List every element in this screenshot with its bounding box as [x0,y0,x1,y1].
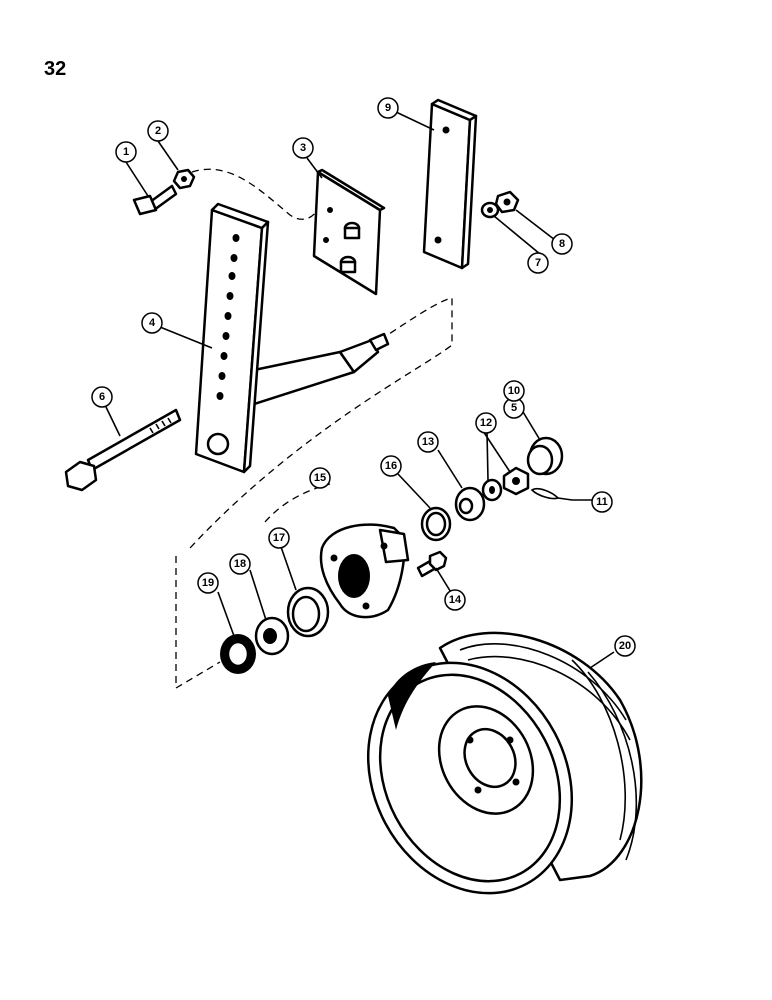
spindle-arm-part-4 [194,202,390,474]
callout-label: 3 [300,142,306,154]
callout-15: 15 [309,467,331,489]
callout-12: 12 [475,412,497,434]
bolt-part-1 [132,184,178,216]
callout-label: 14 [449,594,462,606]
callout-6: 6 [91,386,113,408]
callout-label: 8 [559,238,565,250]
callout-label: 18 [234,558,246,570]
lock-washer-part-7 [480,201,500,219]
callout-17: 17 [268,527,290,549]
callout-20: 20 [614,635,636,657]
callout-label: 10 [508,385,520,397]
callout-label: 2 [155,125,161,137]
callout-11: 11 [591,491,613,513]
callout-16: 16 [380,455,402,477]
strap-part-9 [422,98,478,270]
bearing-cone-part-18 [254,616,290,656]
wheel-hub-part-15 [319,523,410,619]
callout-label: 5 [511,402,517,414]
callout-label: 12 [480,417,492,429]
callout-label: 6 [99,391,105,403]
callout-label: 13 [422,436,434,448]
wheel-bolt-part-14 [416,550,448,578]
callout-10: 10 [503,380,525,402]
callout-7: 7 [527,252,549,274]
callout-label: 19 [202,577,214,589]
callout-label: 4 [149,317,156,329]
bearing-cup-part-17 [286,586,330,638]
callout-4: 4 [141,312,163,334]
callout-label: 15 [314,472,326,484]
washer-part-12 [481,478,503,502]
wheel-rim-part-20 [366,631,643,895]
callout-label: 1 [123,146,129,158]
callout-label: 20 [619,640,631,652]
bearing-cup-part-16 [420,506,452,542]
callout-label: 9 [385,102,391,114]
nut-part-8 [494,190,520,214]
callout-label: 7 [535,257,541,269]
callout-9: 9 [377,97,399,119]
callout-19: 19 [197,572,219,594]
dashed-line-spindle-group [189,297,453,549]
callout-label: 11 [596,496,608,508]
dust-cap-part-10 [526,436,564,476]
callout-18: 18 [229,553,251,575]
callout-14: 14 [444,589,466,611]
callout-2: 2 [147,120,169,142]
callout-1: 1 [115,141,137,163]
leader-lines [105,111,615,669]
page-number: 32 [44,58,67,80]
bearing-cone-part-13 [454,486,486,522]
grease-seal-part-19 [220,634,256,674]
dashed-line-bolt-to-plate [191,168,317,220]
mounting-plate-part-3 [312,168,386,296]
dashed-line-hub-group [175,483,331,690]
callout-8: 8 [551,233,573,255]
callout-13: 13 [417,431,439,453]
callout-label: 17 [273,532,285,544]
callout-label: 16 [385,460,397,472]
castle-nut-part-5 [502,466,530,496]
long-bolt-part-6 [64,408,182,492]
cotter-pin-part-11 [530,487,573,501]
callout-3: 3 [292,137,314,159]
nut-part-2 [172,168,196,190]
